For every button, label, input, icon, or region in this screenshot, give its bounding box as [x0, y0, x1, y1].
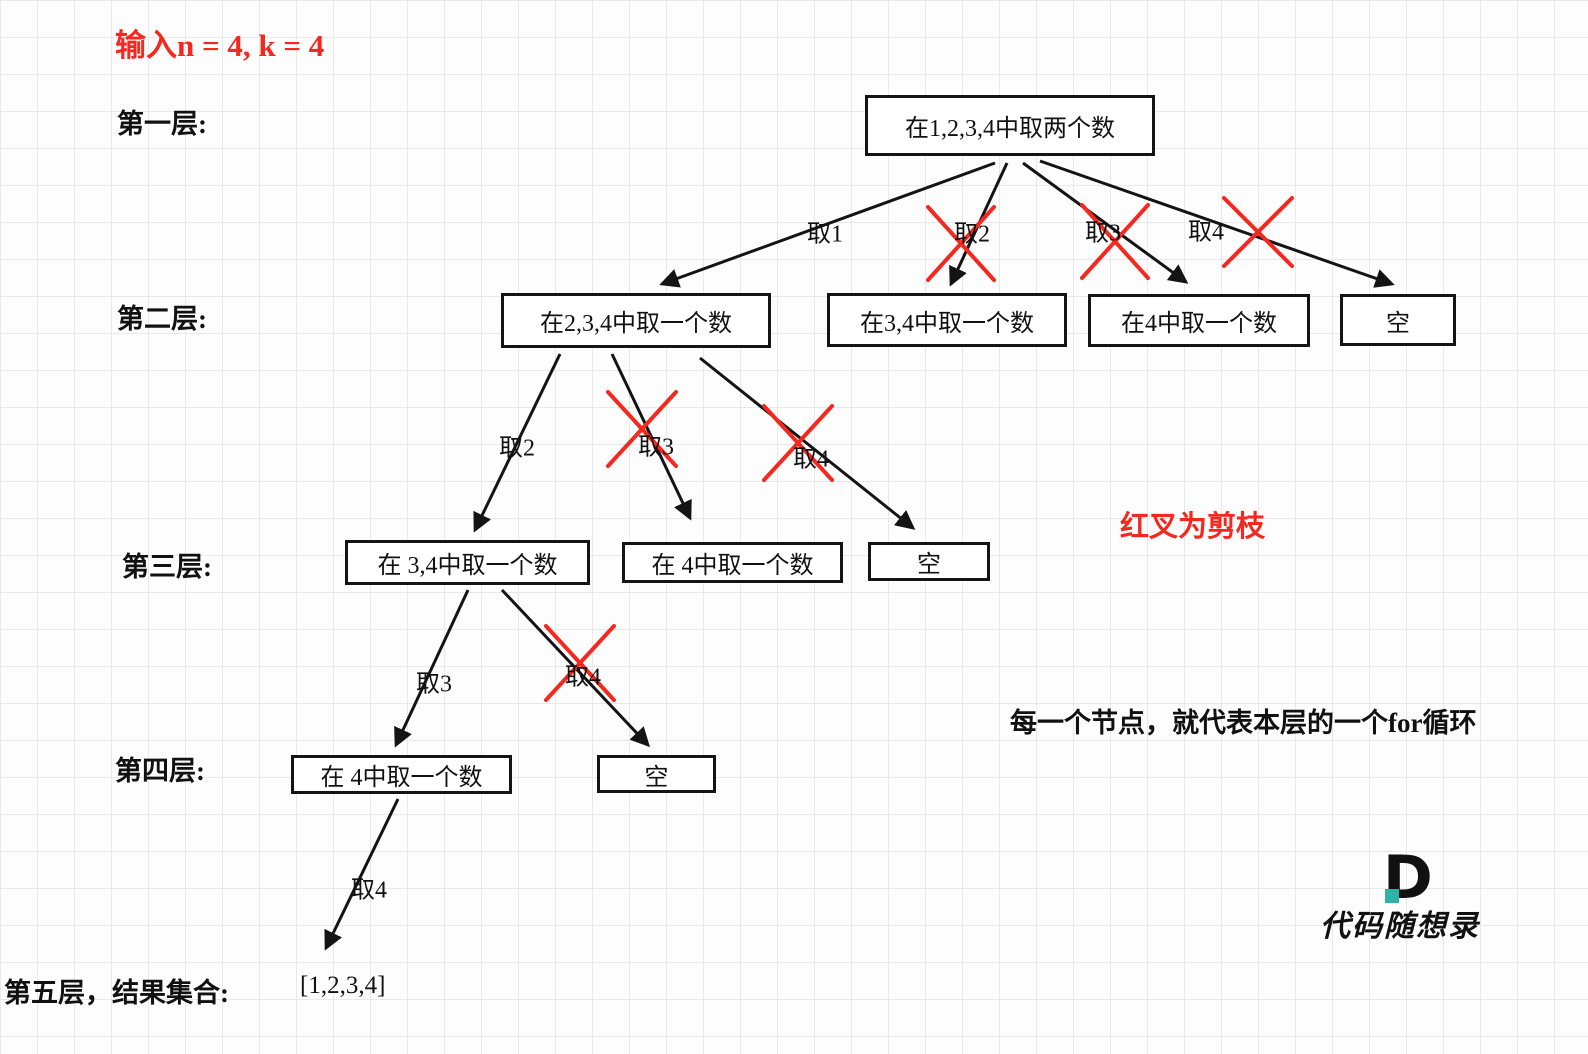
pruning-note: 红叉为剪枝 [1120, 511, 1266, 543]
node-l4-take4: 空 [597, 755, 716, 793]
layer-label-1: 第一层: [117, 109, 207, 139]
layer-label-3: 第三层: [122, 552, 212, 582]
page-title: 输入n = 4, k = 4 [115, 28, 325, 63]
for-loop-note: 每一个节点，就代表本层的一个for循环 [1010, 708, 1477, 738]
layer-label-2: 第二层: [117, 304, 207, 334]
result-set: [1,2,3,4] [300, 972, 386, 999]
node-l3-take3: 在 4中取一个数 [622, 542, 843, 583]
edge-label-take4: 取4 [351, 877, 387, 904]
node-l2-take3: 在4中取一个数 [1088, 294, 1310, 347]
logo-teal-square-icon [1385, 889, 1399, 903]
edge-label-take3: 取3 [638, 434, 674, 461]
logo-wordmark: 代码随想录 [1320, 910, 1480, 943]
edge-label-take4: 取4 [793, 446, 829, 473]
layer-label-4: 第四层: [115, 756, 205, 786]
edge-label-take2: 取2 [499, 435, 535, 462]
node-l4-take3: 在 4中取一个数 [291, 755, 512, 794]
node-l2-take1: 在2,3,4中取一个数 [501, 293, 771, 348]
prune-x-icon [1222, 196, 1294, 268]
layer-label-5: 第五层，结果集合: [4, 978, 229, 1008]
node-root: 在1,2,3,4中取两个数 [865, 95, 1155, 156]
node-l3-take2: 在 3,4中取一个数 [345, 540, 590, 585]
edge-label-take3: 取3 [1085, 220, 1121, 247]
edge-label-take3: 取3 [416, 671, 452, 698]
edge-label-take2: 取2 [954, 221, 990, 248]
edge-label-take4: 取4 [565, 664, 601, 691]
node-l2-take2: 在3,4中取一个数 [827, 293, 1067, 347]
node-l2-take4: 空 [1340, 294, 1456, 346]
node-l3-take4: 空 [868, 542, 990, 581]
edge-label-take4: 取4 [1188, 219, 1224, 246]
edge-label-take1: 取1 [807, 221, 843, 248]
